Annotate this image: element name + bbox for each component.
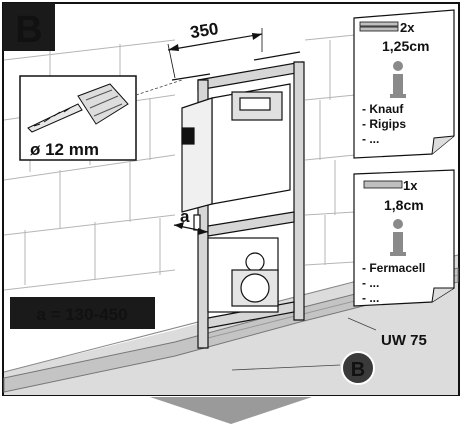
dimension-a: a [173,207,209,235]
card-bottom-item-2: - ... [362,276,379,290]
card-top-item-2: - Rigips [362,117,406,131]
drill-inset: ø 12 mm [19,75,137,161]
card-bottom-item-3: - ... [362,291,379,305]
down-arrow-icon [150,397,312,424]
step-badge-letter: B [15,9,42,51]
uw-channel-label: UW 75 [381,332,427,349]
uw-pointer-line [347,317,377,331]
card-top-thickness: 1,25cm [382,38,429,54]
info-card-bottom: 1x 1,8cm - Fermacell - ... - ... [353,169,455,307]
drill-size-label: ø 12 mm [30,140,99,159]
a-range-label: a = 130-450 [36,305,127,324]
drill-pointer-line [135,79,183,96]
board-layers-icon [359,21,399,32]
card-top-item-1: - Knauf [362,102,404,116]
circle-marker-letter: B [351,359,365,381]
info-i-icon [390,61,406,98]
a-range-box [10,297,155,329]
step-badge [3,3,55,51]
card-bottom-item-1: - Fermacell [362,261,425,275]
info-card-top: 2x 1,25cm - Knauf - Rigips - ... [353,9,455,159]
marker-pointer-line [231,364,341,371]
card-top-count: 2x [400,20,415,35]
uw-channel [3,267,459,393]
dimension-a-label: a [180,207,190,226]
dimension-width: 350 [167,19,263,79]
board-panel-icon [363,180,403,189]
cistern [181,83,291,231]
card-top-item-3: - ... [362,132,379,146]
card-bottom-thickness: 1,8cm [384,197,424,213]
info-i-icon [390,219,406,256]
dimension-width-label: 350 [189,19,220,42]
card-bottom-count: 1x [403,178,418,193]
drill-icon [27,83,129,133]
circle-marker [341,351,375,385]
